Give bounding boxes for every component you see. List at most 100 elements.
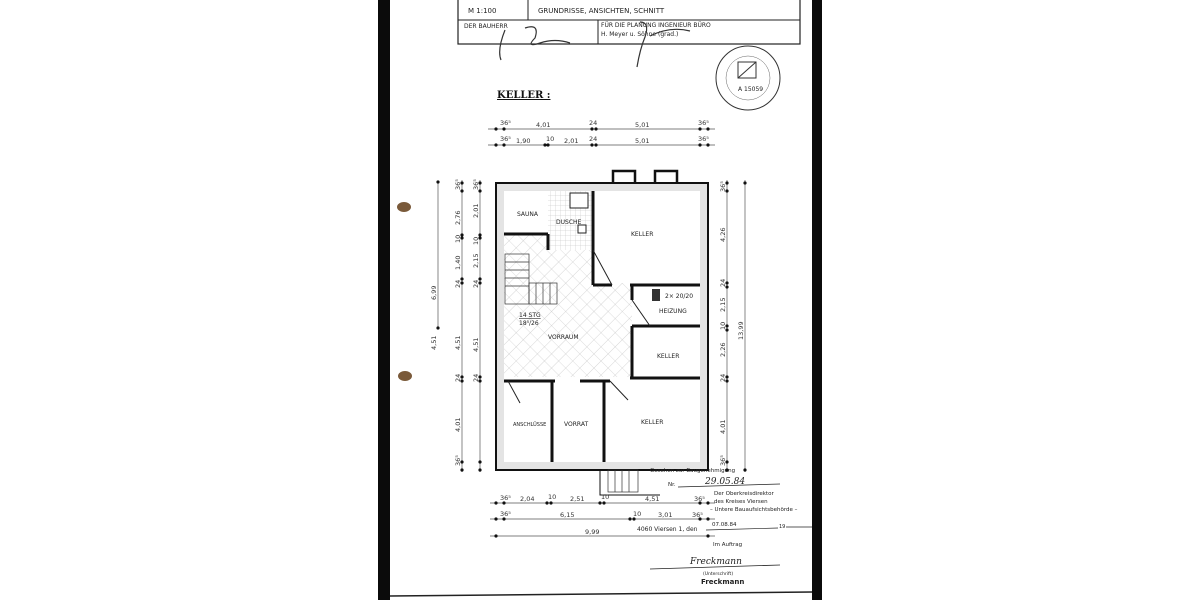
dimension-tick <box>436 326 440 330</box>
dim-label: 24 <box>472 280 480 288</box>
dimension-tick <box>478 460 482 464</box>
planner-signature <box>636 21 691 68</box>
dimension-tick <box>725 379 729 383</box>
dimension-tick <box>478 236 482 240</box>
dimension-tick <box>725 281 729 285</box>
dimension-tick <box>494 127 498 131</box>
dim-label: 10 <box>472 237 480 245</box>
dimension-tick <box>436 180 440 184</box>
floor-title: KELLER : <box>497 90 550 101</box>
room-keller-mid: KELLER <box>657 353 679 360</box>
signer-name: Freckmann <box>701 578 744 586</box>
scale-label: M 1:100 <box>468 7 496 15</box>
dim-label: 4,51 <box>430 336 438 350</box>
dim-label: 36⁵ <box>472 179 480 190</box>
dimension-tick <box>725 324 729 328</box>
dim-label: 10 <box>548 493 556 501</box>
dim-label: 24 <box>719 374 727 382</box>
dim-label: 36⁵ <box>500 119 511 127</box>
dimension-tick <box>590 143 594 147</box>
dimension-tick <box>502 517 506 521</box>
dim-label: 36⁵ <box>692 511 703 519</box>
dimension-tick <box>706 517 710 521</box>
dim-label: 1,90 <box>516 137 530 145</box>
dim-label: 2,15 <box>719 298 727 312</box>
client-signature <box>499 26 571 61</box>
dim-label: 2,01 <box>564 137 578 145</box>
dimension-tick <box>543 143 547 147</box>
stairs-ratio: 18⁵/26 <box>519 320 539 327</box>
dimension-tick <box>478 181 482 185</box>
dim-label: 24 <box>719 279 727 287</box>
dimension-tick <box>725 460 729 464</box>
approval-place: 4060 Viersen 1, den <box>637 526 698 533</box>
stairs-count: 14 STG <box>519 312 541 319</box>
dim-label: 36⁵ <box>719 181 727 192</box>
dim-label: 9,99 <box>585 528 599 536</box>
dimension-tick <box>598 501 602 505</box>
dimension-tick <box>478 379 482 383</box>
dim-label: 4,51 <box>645 495 659 503</box>
dimension-tick <box>602 501 606 505</box>
dimension-tick <box>743 181 747 185</box>
dimension-tick <box>460 277 464 281</box>
dimension-tick <box>460 460 464 464</box>
room-keller-bottom: KELLER <box>641 419 663 426</box>
approval-on-behalf: Im Auftrag <box>713 542 742 548</box>
dimension-tick <box>725 285 729 289</box>
dim-label: 4,26 <box>719 228 727 242</box>
dim-label: 24 <box>589 119 597 127</box>
dimension-tick <box>632 517 636 521</box>
room-keller-top: KELLER <box>631 231 653 238</box>
dim-label: 10 <box>719 322 727 330</box>
approval-year: 19 <box>779 524 785 530</box>
dimension-tick <box>706 534 710 538</box>
dim-label: 36⁵ <box>698 135 709 143</box>
chimney <box>652 289 660 301</box>
dimension-tick <box>460 375 464 379</box>
dimension-tick <box>502 501 506 505</box>
room-heizung: HEIZUNG <box>659 308 687 315</box>
dim-label: 10 <box>601 493 609 501</box>
dim-label: 13,99 <box>737 321 745 340</box>
approval-authority: – Untere Bauaufsichtsbehörde – <box>710 507 798 513</box>
dim-label: 3,01 <box>658 511 672 519</box>
top-dimensions: 36⁵ 4,01 24 5,01 36⁵ 36⁵ 1,90 10 2,01 24… <box>488 119 715 146</box>
dim-label: 24 <box>472 374 480 382</box>
scan-edge-right <box>812 0 822 600</box>
dim-label: 10 <box>454 235 462 243</box>
dimension-tick <box>502 143 506 147</box>
dimension-tick <box>478 277 482 281</box>
dimension-tick <box>478 189 482 193</box>
dimension-tick <box>494 517 498 521</box>
punch-hole-top <box>397 202 411 212</box>
dimension-tick <box>494 534 498 538</box>
drawing-content-label: GRUNDRISSE, ANSICHTEN, SCHNITT <box>538 7 665 15</box>
dim-label: 4,51 <box>472 338 480 352</box>
dimension-tick <box>698 127 702 131</box>
vorraum-tiled-floor <box>504 234 632 377</box>
approval-authority: Der Oberkreisdirektor <box>714 491 774 497</box>
approval-authority: des Kreises Viersen <box>714 499 768 505</box>
approval-date: 07.08.84 <box>712 522 737 528</box>
dim-label: 36⁵ <box>454 179 462 190</box>
approval-stamp: Gesehen zur Baugenehmigung 29.05.84 Nr. … <box>637 468 812 586</box>
dimension-tick <box>460 181 464 185</box>
planner-name: H. Meyer u. Söhne (grad.) <box>601 31 678 38</box>
dim-label: 36⁵ <box>500 494 511 502</box>
dim-label: 4,01 <box>719 420 727 434</box>
dimension-tick <box>706 127 710 131</box>
dim-label: 10 <box>546 135 554 143</box>
chimney-label: 2× 20/20 <box>665 293 693 300</box>
dimension-tick <box>706 143 710 147</box>
dim-label: 4,51 <box>454 336 462 350</box>
dimension-tick <box>545 501 549 505</box>
dimension-tick <box>725 181 729 185</box>
dimension-tick <box>478 468 482 472</box>
dimension-tick <box>478 281 482 285</box>
dim-label: 24 <box>454 280 462 288</box>
room-anschluesse: ANSCHLÜSSE <box>513 421 546 428</box>
dim-label: 4,01 <box>454 418 462 432</box>
dim-label: 24 <box>589 135 597 143</box>
dim-label: 4,01 <box>536 121 550 129</box>
